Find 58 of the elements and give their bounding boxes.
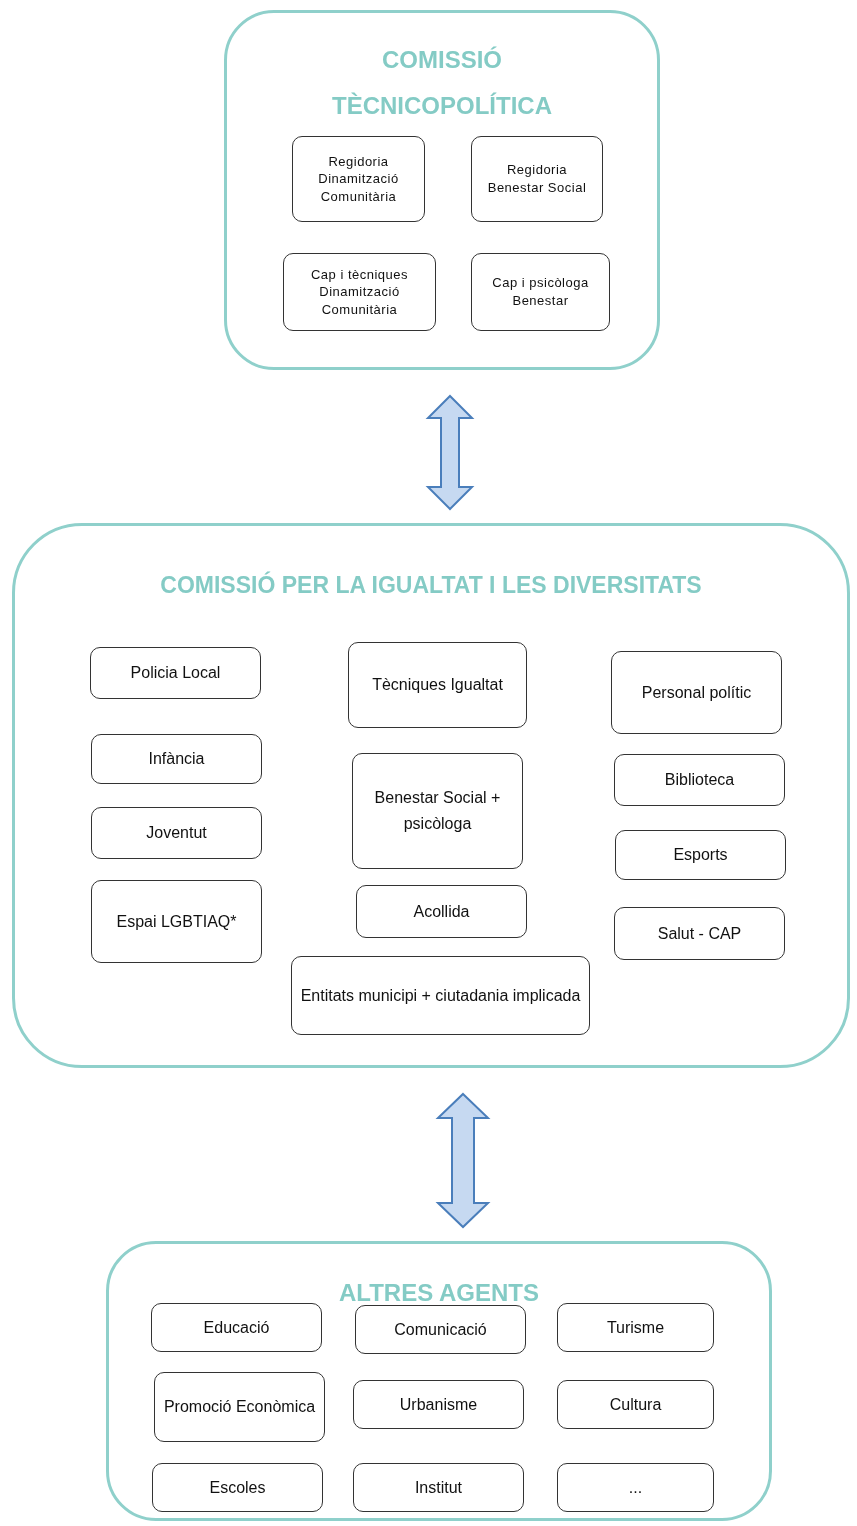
member-box <box>615 830 786 880</box>
double-arrow <box>435 1092 491 1229</box>
member-label: Benestar Social + psicòloga <box>373 788 502 834</box>
member-box <box>471 136 603 222</box>
member-box <box>154 1372 325 1442</box>
member-box <box>91 807 262 859</box>
member-label: Biblioteca <box>664 770 735 791</box>
member-label: Acollida <box>413 901 470 922</box>
member-box <box>151 1303 322 1352</box>
member-label: Institut <box>414 1477 463 1498</box>
member-label: Regidoria Dinamització Comunitària <box>317 152 400 206</box>
member-box <box>471 253 610 331</box>
group-title: ALTRES AGENTS <box>338 1278 540 1308</box>
member-label: Esports <box>673 845 728 866</box>
member-label: Turisme <box>606 1317 665 1338</box>
group-panel <box>224 10 660 370</box>
member-label: Cap i tècniques Dinamització Comunitària <box>309 265 410 319</box>
member-label: Espai LGBTIAQ* <box>116 911 237 932</box>
member-box <box>283 253 436 331</box>
member-box <box>614 907 785 960</box>
member-box <box>348 642 527 728</box>
member-box <box>291 956 590 1035</box>
member-box <box>355 1305 526 1354</box>
member-box <box>292 136 425 222</box>
member-label: Personal polític <box>641 682 752 703</box>
member-label: Joventut <box>146 823 207 844</box>
member-label: Policia Local <box>130 663 221 684</box>
member-label: Salut - CAP <box>657 923 742 944</box>
member-label: Comunicació <box>394 1319 487 1340</box>
member-box <box>91 880 262 963</box>
member-box <box>353 1463 524 1512</box>
member-box <box>557 1303 714 1352</box>
member-label: Escoles <box>209 1477 266 1498</box>
member-label: Cultura <box>609 1394 662 1415</box>
member-label: Infància <box>148 749 205 770</box>
member-box <box>557 1463 714 1512</box>
member-label: Cap i psicòloga Benestar <box>491 274 590 310</box>
member-box <box>353 1380 524 1429</box>
member-label: Tècniques Igualtat <box>372 675 503 696</box>
member-box <box>91 734 262 784</box>
double-arrow <box>425 394 475 511</box>
member-box <box>614 754 785 806</box>
member-box <box>356 885 527 938</box>
member-box <box>152 1463 323 1512</box>
member-label: Promoció Econòmica <box>163 1397 316 1418</box>
member-label: Urbanisme <box>399 1394 478 1415</box>
group-panel <box>106 1241 772 1521</box>
member-label: ... <box>628 1477 643 1498</box>
member-label: Regidoria Benestar Social <box>486 161 588 197</box>
member-label: Entitats municipi + ciutadania implicada <box>300 985 581 1006</box>
group-panel <box>12 523 850 1068</box>
member-label: Educació <box>203 1317 270 1338</box>
member-box <box>557 1380 714 1429</box>
group-title: COMISSIÓ PER LA IGUALTAT I LES DIVERSITATS <box>159 570 703 600</box>
group-title: COMISSIÓ TÈCNICOPOLÍTICA <box>331 45 553 121</box>
member-box <box>90 647 261 699</box>
member-box <box>611 651 782 734</box>
member-box <box>352 753 523 869</box>
